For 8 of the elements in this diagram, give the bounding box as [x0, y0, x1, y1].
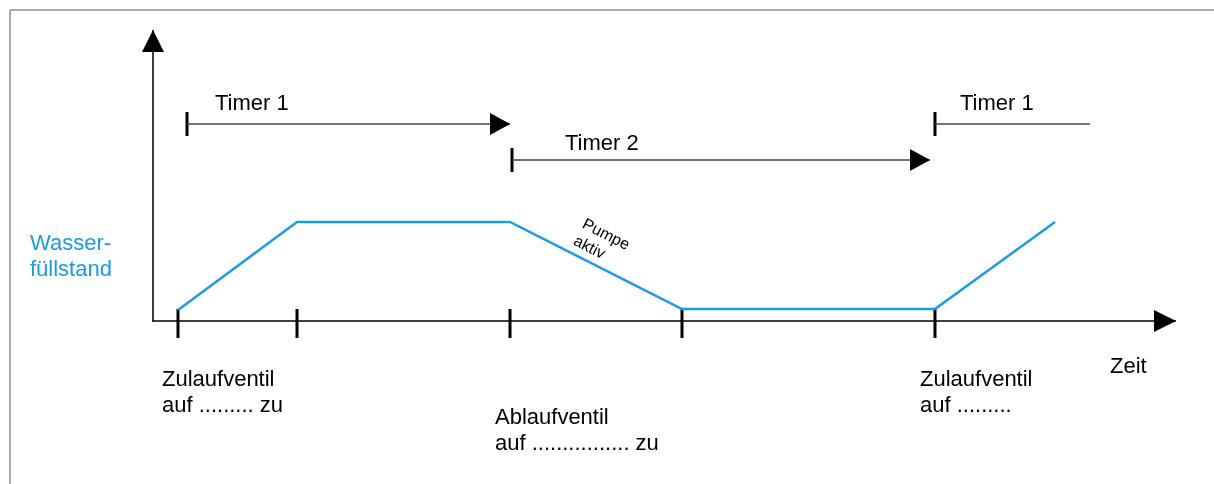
valve-label: Zulaufventil auf ......... zu — [162, 366, 284, 418]
valve-label: Ablaufventil auf ................ zu — [495, 404, 659, 456]
timer-label: Timer 2 — [565, 130, 639, 156]
timer-label: Timer 1 — [960, 90, 1034, 116]
axis-label: Wasser- füllstand — [30, 230, 112, 282]
timer-label: Timer 1 — [215, 90, 289, 116]
valve-label: Zulaufventil auf ......... — [920, 366, 1033, 418]
axis-label: Zeit — [1110, 353, 1147, 379]
